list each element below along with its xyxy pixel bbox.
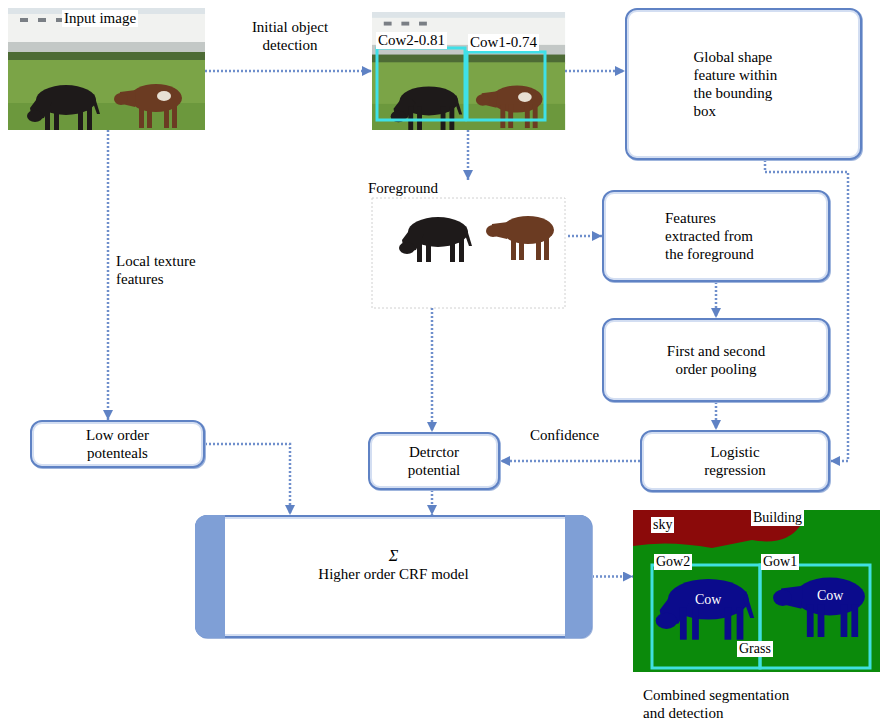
foreground-photo [399,217,472,262]
process-box: Detrctor potential [368,432,500,490]
box-label: Features extracted from the foreground [665,209,767,263]
edge-label: Confidence [530,426,620,444]
flow-arrow [205,70,372,73]
segmentation-result [633,510,880,672]
box-text-holder: Detrctor potential [397,443,472,479]
detection-image: Cow2-0.81 Cow1-0.74 [372,12,565,130]
flow-arrow [715,282,718,318]
box-label: Low order potenteals [73,426,163,462]
flow-arrow [500,460,640,463]
foreground-photo [372,198,565,308]
process-box: Logistic regression [640,430,830,492]
box-band [565,515,592,638]
image-label: Foreground [368,180,438,197]
segmentation-result [773,578,865,637]
image-label: Gow2 [654,554,692,570]
image-label: sky [651,517,674,533]
edge-label: Initial object detection [226,18,354,54]
foreground-photo [399,216,554,262]
flow-arrow [715,402,718,430]
detection-photo [377,48,465,120]
process-box: Features extracted from the foreground [602,190,830,282]
box-text-holder: Logistic regression [695,443,775,479]
process-box: First and second order pooling [602,318,830,402]
box-band [195,515,225,638]
image-label: Cow [817,588,843,604]
flow-arrow [205,444,290,515]
detection-photo [467,52,545,120]
image-label: Building [751,510,804,526]
foreground-image: Foreground [368,180,568,308]
box-label: Detrctor potential [397,443,472,479]
box-label: Logistic regression [695,443,775,479]
image-label: Grass [737,641,773,657]
image-label: Cow [695,592,721,608]
flow-arrow [565,70,625,73]
segmentation-result [656,579,755,640]
flow-arrow [107,130,110,420]
input-image: Input image [8,8,205,130]
foreground-photo [486,216,554,260]
flow-arrow [431,490,434,515]
flow-arrow [592,575,633,578]
edge-label: Local texture features [116,252,196,288]
input-photo [8,8,205,130]
image-label: Gow1 [761,554,799,570]
flow-arrow [431,308,434,432]
process-box: Global shape feature within the bounding… [625,8,862,160]
crf-box: ΣHigher order CRF model [195,515,592,638]
detection-photo [372,12,565,130]
image-label: Cow1-0.74 [468,34,539,51]
box-text-holder: Features extracted from the foreground [665,209,767,263]
segmentation-result [760,565,870,668]
box-label: Global shape feature within the bounding… [694,48,794,120]
image-label: Input image [62,10,138,27]
box-label: Higher order CRF model [318,565,468,583]
image-label: Cow2-0.81 [376,32,447,49]
image-label: Combined segmentation and detection [643,686,808,722]
flow-arrow [467,130,470,180]
result-image: sky BuildingGow2 Gow1Cow CowGrassCombined s… [633,510,880,728]
segmentation-result [633,510,880,672]
box-text-holder: Global shape feature within the bounding… [694,48,794,120]
box-text-holder: First and second order pooling [656,342,776,378]
foreground-photo [372,198,565,308]
box-label: Σ [318,546,468,565]
box-text-holder: Low order potenteals [73,426,163,462]
detection-photo [372,12,565,130]
box-text-holder: ΣHigher order CRF model [318,546,468,583]
flow-arrow [568,235,602,238]
box-label: First and second order pooling [656,342,776,378]
process-box: Low order potenteals [30,420,205,468]
